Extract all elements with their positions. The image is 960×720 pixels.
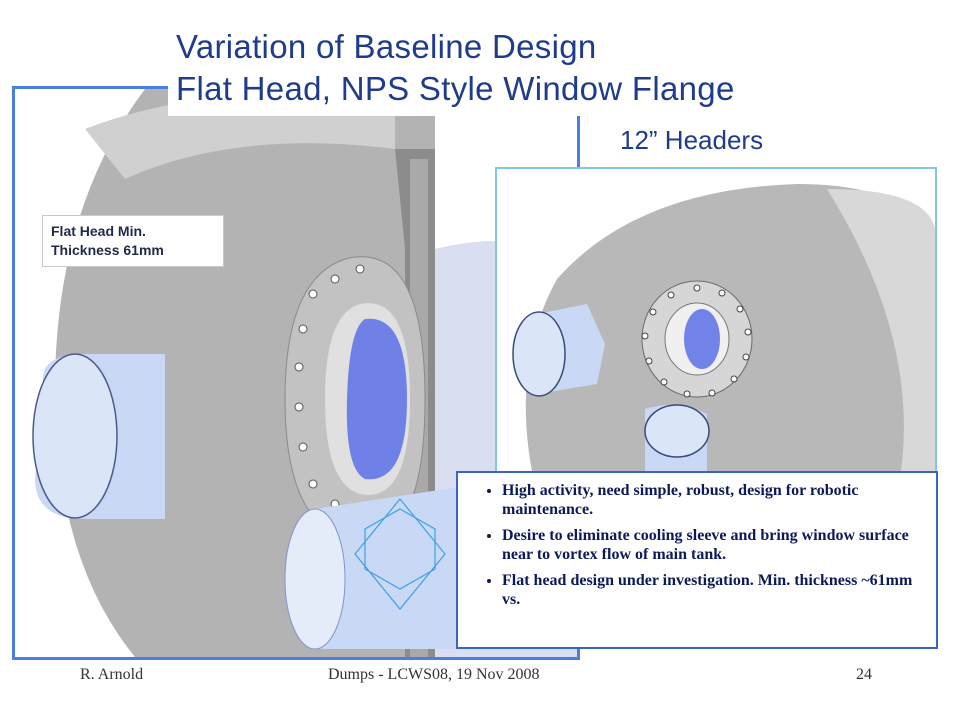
outlet-pipe-opening (644, 404, 710, 458)
note-item: High activity, need simple, robust, desi… (502, 481, 926, 519)
slide-title-line1: Variation of Baseline Design (176, 28, 597, 65)
footer-author: R. Arnold (80, 666, 144, 683)
window-glass (346, 318, 407, 480)
title-block: Variation of Baseline Design Flat Head, … (168, 24, 808, 116)
cad-view-right (495, 167, 937, 497)
bolt-holes (294, 264, 365, 519)
cad-model-closed (497, 169, 935, 495)
notes-list: High activity, need simple, robust, desi… (468, 481, 926, 609)
left-pipe-opening (32, 353, 118, 519)
slide-title-line2: Flat Head, NPS Style Window Flange (176, 70, 735, 107)
callout-line2: Thickness 61mm (51, 242, 164, 258)
note-item: Flat head design under investigation. Mi… (502, 571, 926, 609)
thickness-callout: Flat Head Min. Thickness 61mm (42, 215, 224, 267)
lower-pipe-opening (284, 508, 346, 650)
headers-subtitle: 12” Headers (620, 125, 764, 155)
disc-rim-right (827, 189, 935, 495)
bolt-holes-right (641, 284, 752, 398)
callout-line1: Flat Head Min. (51, 223, 146, 239)
page-number: 24 (856, 666, 872, 683)
footer-event: Dumps - LCWS08, 19 Nov 2008 (328, 666, 540, 683)
inlet-pipe-opening (512, 311, 566, 397)
lower-pipe-wireframe (354, 498, 446, 610)
note-item: Desire to eliminate cooling sleeve and b… (502, 526, 926, 564)
notes-box: High activity, need simple, robust, desi… (456, 471, 938, 649)
window-glass-right (684, 309, 720, 369)
